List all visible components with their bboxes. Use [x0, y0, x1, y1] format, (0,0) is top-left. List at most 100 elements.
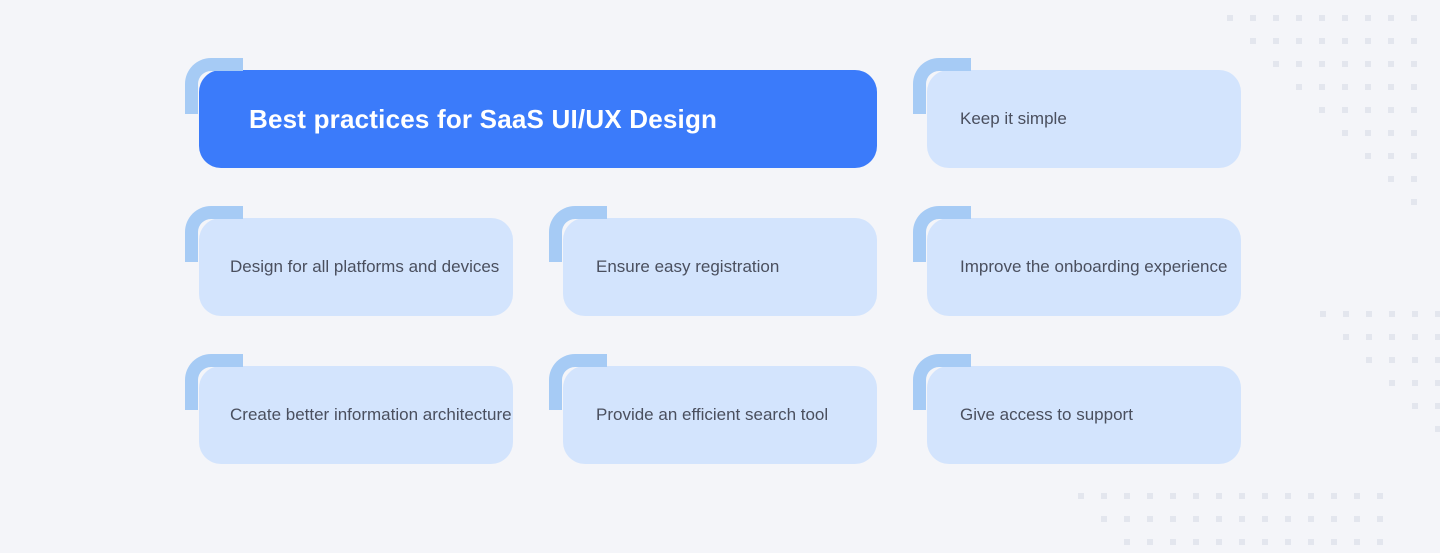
dot	[1343, 403, 1349, 409]
dot	[1388, 106, 1394, 113]
dot	[1319, 106, 1325, 113]
dot	[1342, 129, 1348, 136]
dot-row	[1320, 371, 1440, 394]
dot	[1320, 403, 1326, 409]
dot	[1411, 14, 1417, 21]
corner-bracket-icon	[185, 206, 243, 262]
dot	[1388, 83, 1394, 90]
dot	[1216, 538, 1222, 545]
dot	[1250, 153, 1256, 159]
dot-row	[1320, 302, 1440, 325]
dot	[1342, 106, 1348, 113]
dot	[1250, 14, 1256, 21]
dot	[1389, 449, 1395, 455]
dot	[1250, 84, 1256, 90]
card-keep-it-simple[interactable]: Keep it simple	[913, 58, 1241, 168]
dot-row	[1227, 167, 1434, 190]
dot	[1365, 129, 1371, 136]
dot	[1365, 83, 1371, 90]
dot	[1170, 515, 1176, 522]
dot	[1296, 107, 1302, 113]
dot	[1296, 153, 1302, 159]
dot	[1285, 515, 1291, 522]
dot	[1124, 515, 1130, 522]
dot	[1343, 380, 1349, 386]
dot	[1411, 37, 1417, 44]
dot	[1320, 357, 1326, 363]
dot	[1319, 176, 1325, 182]
dot	[1101, 492, 1107, 499]
dot	[1411, 60, 1417, 67]
dot	[1342, 83, 1348, 90]
card-improve-onboarding-experience[interactable]: Improve the onboarding experience	[913, 206, 1241, 316]
dot	[1366, 426, 1372, 432]
dot	[1147, 538, 1153, 545]
dot	[1227, 38, 1233, 44]
dot	[1343, 357, 1349, 363]
page-title: Best practices for SaaS UI/UX Design	[249, 103, 718, 134]
dot	[1365, 37, 1371, 44]
dot	[1239, 492, 1245, 499]
dot	[1216, 515, 1222, 522]
dot	[1365, 176, 1371, 182]
dot	[1412, 449, 1418, 455]
dot	[1193, 492, 1199, 499]
dot	[1388, 152, 1394, 159]
card-label: Give access to support	[960, 404, 1133, 424]
dot-row	[1227, 190, 1434, 213]
dot	[1273, 60, 1279, 67]
dot	[1285, 492, 1291, 499]
dot	[1388, 199, 1394, 205]
dot	[1411, 152, 1417, 159]
dot	[1412, 426, 1418, 432]
dot	[1239, 538, 1245, 545]
dot	[1389, 426, 1395, 432]
dot-row	[1227, 121, 1434, 144]
dot	[1388, 129, 1394, 136]
card-label: Provide an efficient search tool	[596, 404, 829, 424]
dot	[1273, 153, 1279, 159]
dot	[1319, 153, 1325, 159]
dot-row	[1320, 325, 1440, 348]
dot	[1273, 84, 1279, 90]
card-give-access-to-support[interactable]: Give access to support	[913, 354, 1241, 464]
card-provide-efficient-search-tool[interactable]: Provide an efficient search tool	[549, 354, 877, 464]
dot	[1389, 379, 1395, 386]
dot-pattern-bottom-right	[1078, 484, 1400, 553]
dot	[1354, 538, 1360, 545]
dot-row	[1078, 484, 1400, 507]
dot	[1388, 14, 1394, 21]
dot	[1412, 402, 1418, 409]
card-design-for-all-platforms[interactable]: Design for all platforms and devices	[185, 206, 513, 316]
dot	[1250, 107, 1256, 113]
dot	[1170, 492, 1176, 499]
dot	[1365, 199, 1371, 205]
dot	[1078, 492, 1084, 499]
dot	[1227, 61, 1233, 67]
dot	[1343, 310, 1349, 317]
dot	[1412, 333, 1418, 340]
dot	[1366, 333, 1372, 340]
corner-bracket-icon	[913, 206, 971, 262]
dot	[1389, 310, 1395, 317]
card-ensure-easy-registration[interactable]: Ensure easy registration	[549, 206, 877, 316]
dot	[1342, 153, 1348, 159]
dot	[1124, 492, 1130, 499]
dot-row	[1227, 52, 1434, 75]
dot	[1319, 199, 1325, 205]
dot	[1147, 515, 1153, 522]
card-label: Keep it simple	[960, 108, 1067, 128]
dot-row	[1078, 507, 1400, 530]
dot	[1366, 449, 1372, 455]
corner-bracket-icon	[549, 206, 607, 262]
dot	[1435, 425, 1440, 432]
dot	[1435, 310, 1440, 317]
card-title[interactable]: Best practices for SaaS UI/UX Design	[185, 58, 877, 168]
dot	[1435, 402, 1440, 409]
dot	[1170, 538, 1176, 545]
dot	[1354, 492, 1360, 499]
dot-row	[1320, 348, 1440, 371]
corner-bracket-icon	[549, 354, 607, 410]
dot	[1342, 199, 1348, 205]
card-create-better-information-architecture[interactable]: Create better information architecture	[185, 354, 513, 464]
